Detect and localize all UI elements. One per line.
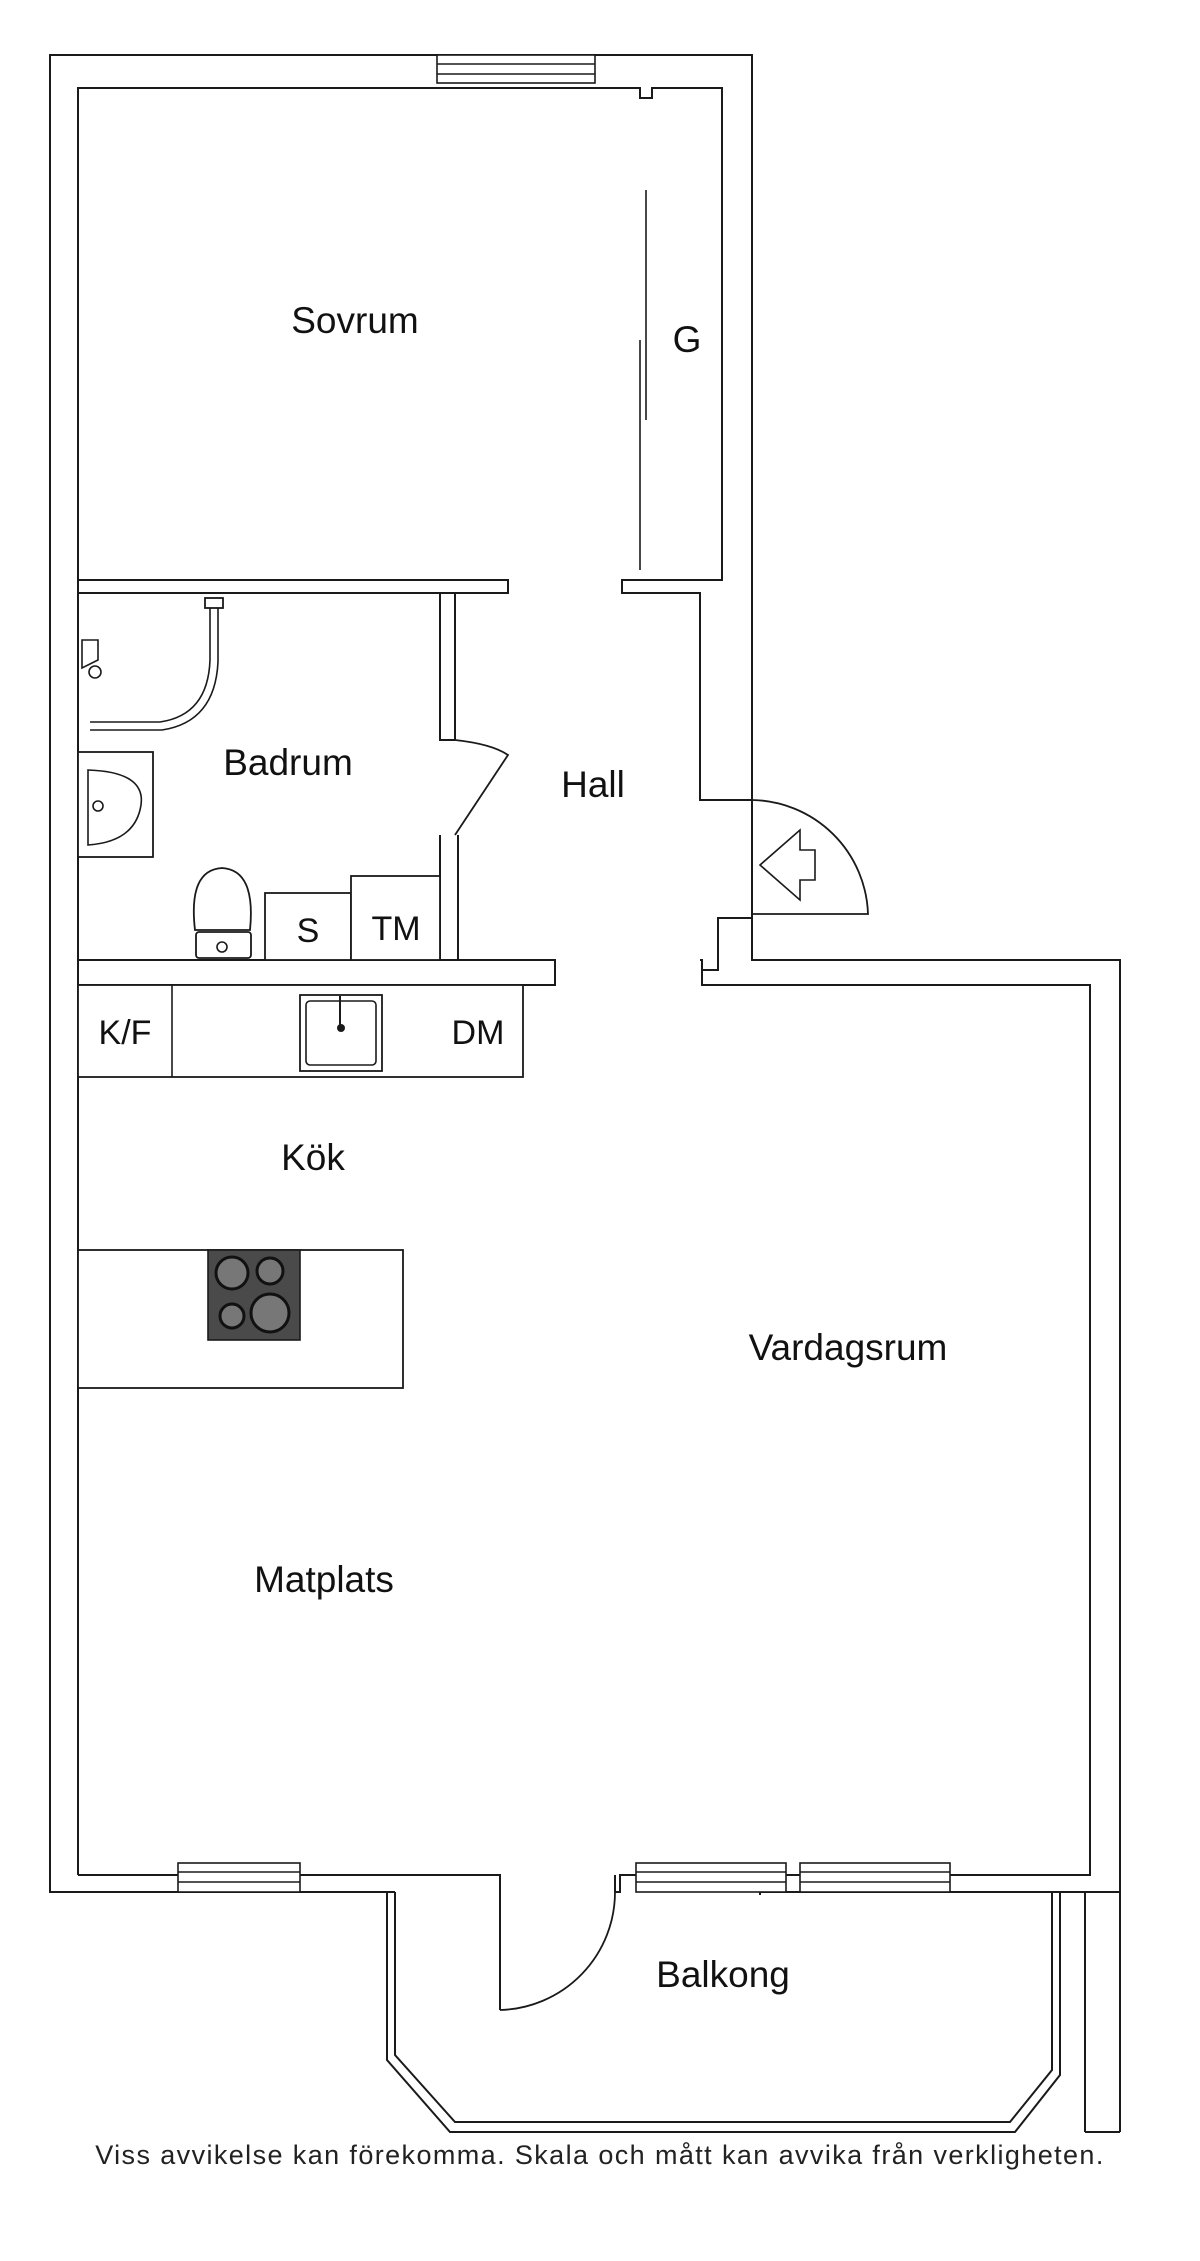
toilet-icon xyxy=(192,867,252,959)
disclaimer-text: Viss avvikelse kan förekomma. Skala och … xyxy=(95,2140,1105,2170)
room-label-vardagsrum: Vardagsrum xyxy=(749,1327,948,1368)
washing-machine-unit xyxy=(350,875,441,961)
dishwasher-label: DM xyxy=(452,1014,505,1052)
cabinet-label: S xyxy=(297,912,320,950)
shower-icon xyxy=(81,597,224,731)
sink-icon xyxy=(299,994,383,1072)
room-label-matplats: Matplats xyxy=(254,1559,394,1600)
room-label-kok: Kök xyxy=(281,1137,345,1178)
room-label-garderob: G xyxy=(673,319,702,360)
washbasin-icon xyxy=(77,751,154,858)
fridge-freezer-label: K/F xyxy=(99,1014,152,1052)
window-dining xyxy=(177,1862,301,1893)
stove-icon xyxy=(207,1249,301,1341)
windows xyxy=(177,54,951,1893)
washing-machine-label: TM xyxy=(371,910,420,948)
balcony-outline xyxy=(386,1891,1121,2133)
window-bedroom xyxy=(436,54,596,84)
doors xyxy=(454,739,869,2011)
window-living-1 xyxy=(635,1862,787,1893)
room-label-badrum: Badrum xyxy=(223,742,353,783)
cabinet-unit xyxy=(264,892,352,961)
bathroom-door xyxy=(454,739,510,836)
entrance-arrow-icon xyxy=(758,828,816,902)
room-label-hall: Hall xyxy=(561,764,625,805)
room-label-sovrum: Sovrum xyxy=(291,300,418,341)
room-label-balkong: Balkong xyxy=(656,1954,790,1995)
window-living-2 xyxy=(799,1862,951,1893)
